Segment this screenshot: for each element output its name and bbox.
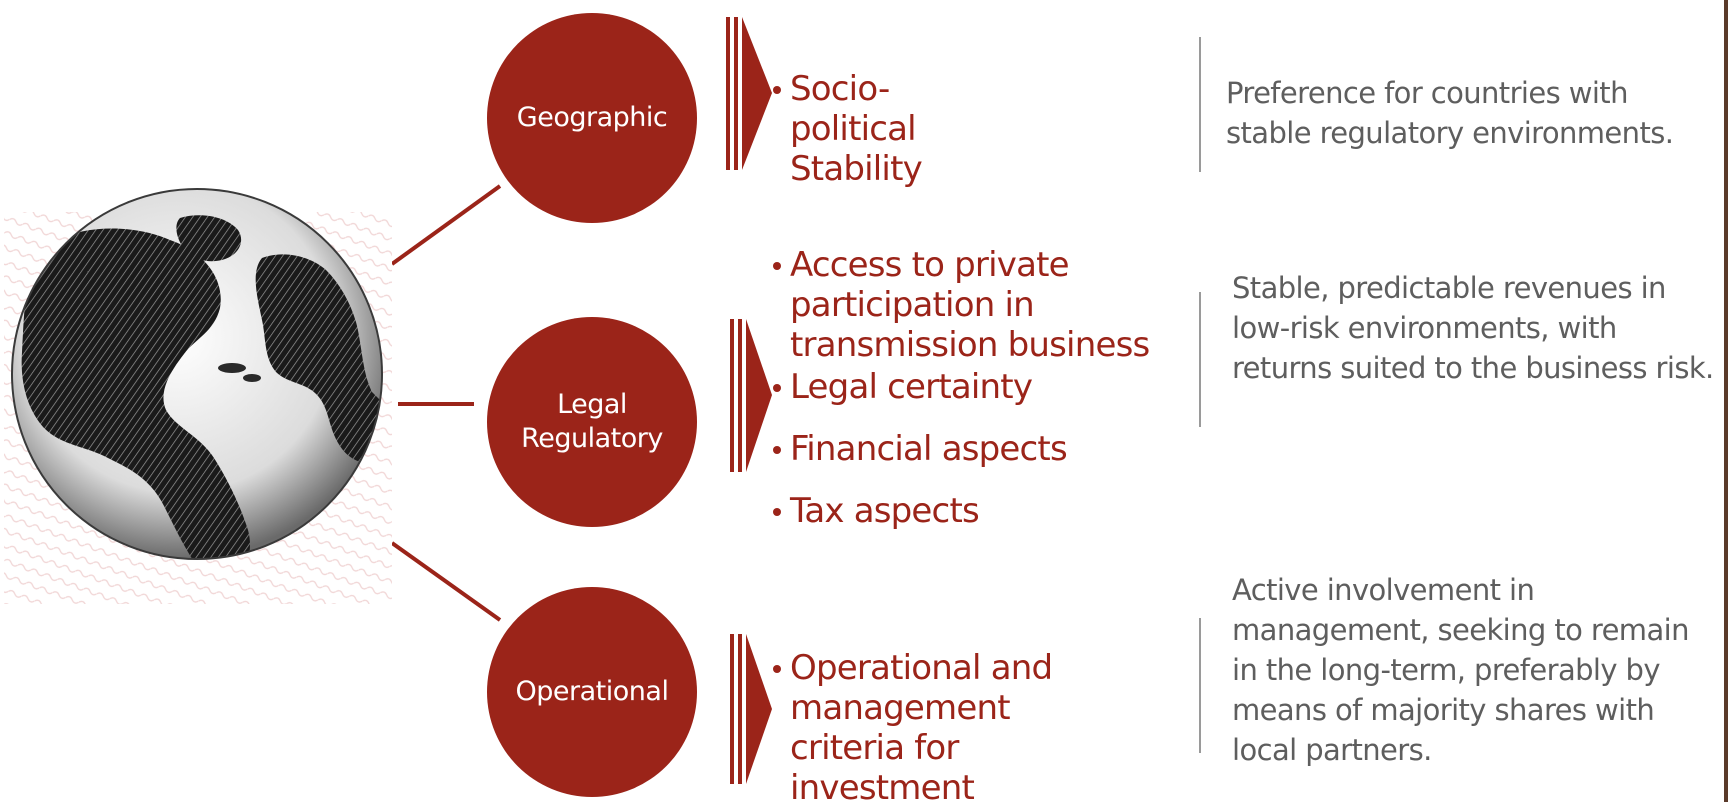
divider-operational [1199, 618, 1201, 753]
chevron-arrow-geographic [726, 17, 772, 170]
globe-image [4, 188, 392, 604]
connector-lines [390, 184, 502, 622]
category-label-line-1: Legal [557, 389, 627, 421]
category-circle-geographic: Geographic [487, 13, 697, 223]
criteria-item: Legal certainty [770, 367, 1150, 407]
chevron-arrow-operational [730, 634, 772, 784]
criteria-list-geographic: Socio-political Stability [770, 69, 1015, 189]
category-circle-legal-regulatory: Legal Regulatory [487, 317, 697, 527]
category-label-line-2: Regulatory [521, 423, 663, 454]
right-edge-bar [1724, 0, 1728, 802]
criteria-item: Access to private participation in trans… [770, 245, 1150, 365]
connector-geographic [390, 184, 502, 266]
category-label: Operational [515, 676, 669, 708]
description-legal-regulatory: Stable, predictable revenues in low-risk… [1232, 271, 1714, 385]
criteria-item: Socio-political Stability [770, 69, 1015, 189]
criteria-list-operational: Operational and management criteria for … [770, 648, 1110, 802]
criteria-item: Tax aspects [770, 491, 1150, 531]
description-operational: Active involvement in management, seekin… [1232, 573, 1689, 767]
category-circle-operational: Operational [487, 587, 697, 797]
criteria-list-legal-regulatory: Access to private participation in trans… [770, 245, 1150, 531]
criteria-item: Financial aspects [770, 429, 1150, 469]
divider-geographic [1199, 37, 1201, 172]
divider-legal-regulatory [1199, 292, 1201, 427]
category-label: Geographic [516, 102, 668, 134]
connector-operational [390, 541, 502, 622]
chevron-arrow-legal-regulatory [730, 319, 772, 472]
description-geographic: Preference for countries with stable reg… [1226, 76, 1674, 150]
criteria-item: Operational and management criteria for … [770, 648, 1110, 802]
